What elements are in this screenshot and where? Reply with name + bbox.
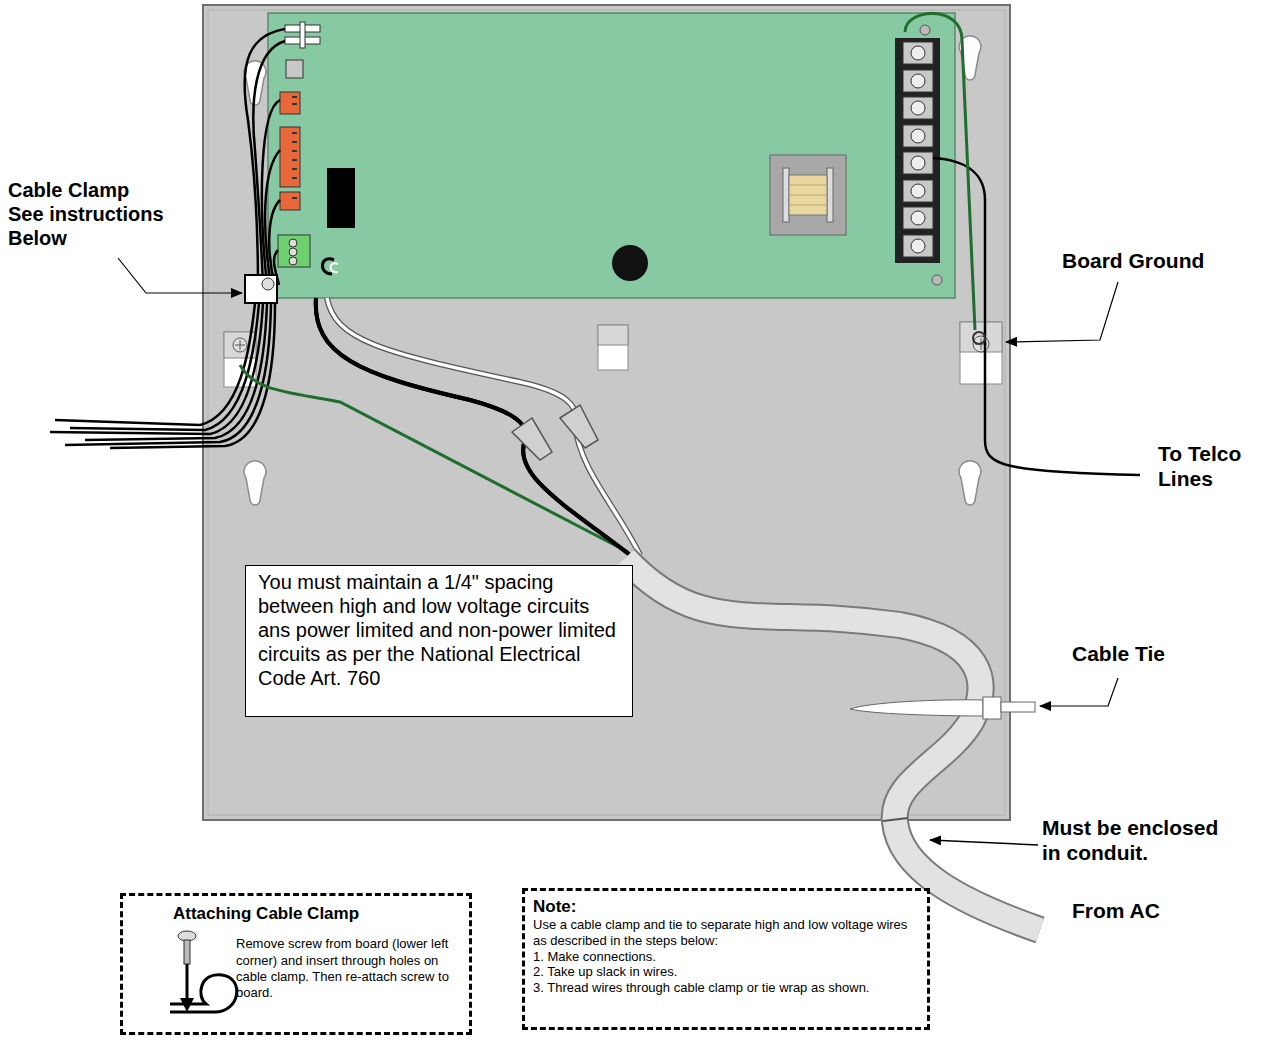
neutral-wire <box>327 298 640 555</box>
callout-label: To Telco Lines <box>1158 441 1258 491</box>
callout-label: Must be enclosed in conduit. <box>1042 815 1227 865</box>
box-text: 3. Thread wires through cable clamp or t… <box>533 980 917 996</box>
instruction-box: Attaching Cable ClampRemove screw from b… <box>120 893 472 1035</box>
callout-label: Cable Tie <box>1072 641 1222 666</box>
box-heading: Attaching Cable Clamp <box>173 904 459 924</box>
board-ground-wire <box>905 13 975 330</box>
circuit-board <box>268 13 955 298</box>
box-text: You must maintain a 1/4" spacing between… <box>258 570 626 690</box>
code-note-box: You must maintain a 1/4" spacing between… <box>245 565 633 717</box>
note-box: Note:Use a cable clamp and tie to separa… <box>522 888 930 1030</box>
box-text: 1. Make connections. <box>533 949 917 965</box>
callout-label: Board Ground <box>1062 248 1252 273</box>
conduit <box>625 558 1040 930</box>
cable-tie <box>850 697 1035 719</box>
box-text: 2. Take up slack in wires. <box>533 964 917 980</box>
box-text: Remove screw from board (lower left corn… <box>236 936 459 1001</box>
telco-wire <box>933 158 1140 475</box>
enclosure-back <box>203 5 1010 820</box>
wire-nuts <box>512 405 598 460</box>
box-heading: Note: <box>533 897 917 917</box>
callout-label: Cable Clamp See instructions Below <box>8 178 168 250</box>
cable-clamp <box>245 275 277 303</box>
low-voltage-wires <box>50 29 285 448</box>
callout-label: From AC <box>1072 898 1222 923</box>
box-text: Use a cable clamp and tie to separate hi… <box>533 917 917 948</box>
clamp-sketch <box>170 931 237 1012</box>
leader-lines <box>118 258 1118 845</box>
